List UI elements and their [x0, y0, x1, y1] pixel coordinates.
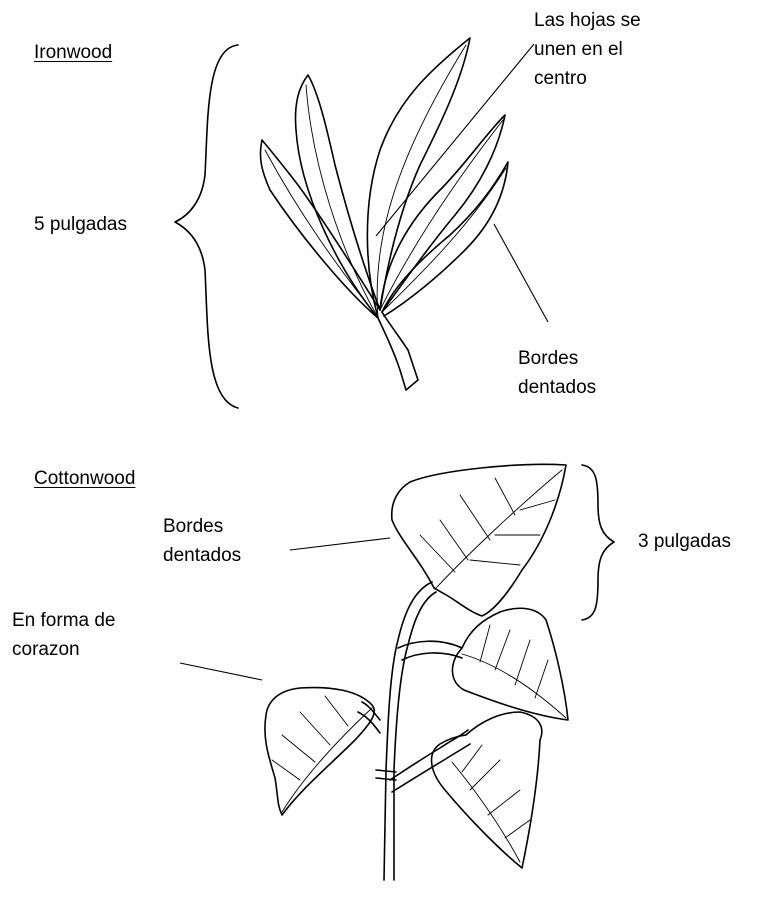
cottonwood-title: Cottonwood: [34, 464, 135, 493]
ironwood-size-label: 5 pulgadas: [34, 210, 127, 239]
cottonwood-size-label: 3 pulgadas: [638, 527, 731, 556]
ironwood-stem: [378, 312, 418, 390]
ironwood-join-label: Las hojas se unen en el centro: [534, 6, 641, 93]
ironwood-edge-leader: [494, 224, 548, 322]
cottonwood-edge-label: Bordes dentados: [163, 512, 241, 570]
cottonwood-leaf: [432, 712, 542, 868]
ironwood-leaflet: [380, 115, 505, 312]
cottonwood-shape-label: En forma de corazon: [12, 606, 116, 664]
ironwood-join-leader: [376, 44, 534, 236]
cottonwood-leaf: [452, 608, 568, 720]
cottonwood-edge-leader: [290, 538, 390, 550]
ironwood-leaflet: [296, 75, 381, 318]
ironwood-edge-label: Bordes dentados: [518, 344, 596, 402]
cottonwood-shape-leader: [180, 663, 262, 680]
cottonwood-leaf-drawing: [265, 464, 568, 880]
ironwood-size-brace: [175, 45, 238, 408]
ironwood-leaflet: [260, 140, 380, 318]
ironwood-leaf-drawing: [260, 38, 508, 390]
cottonwood-size-brace: [582, 465, 614, 620]
cottonwood-leaf: [265, 688, 374, 815]
cottonwood-branch: [384, 582, 436, 880]
ironwood-title: Ironwood: [34, 38, 112, 67]
